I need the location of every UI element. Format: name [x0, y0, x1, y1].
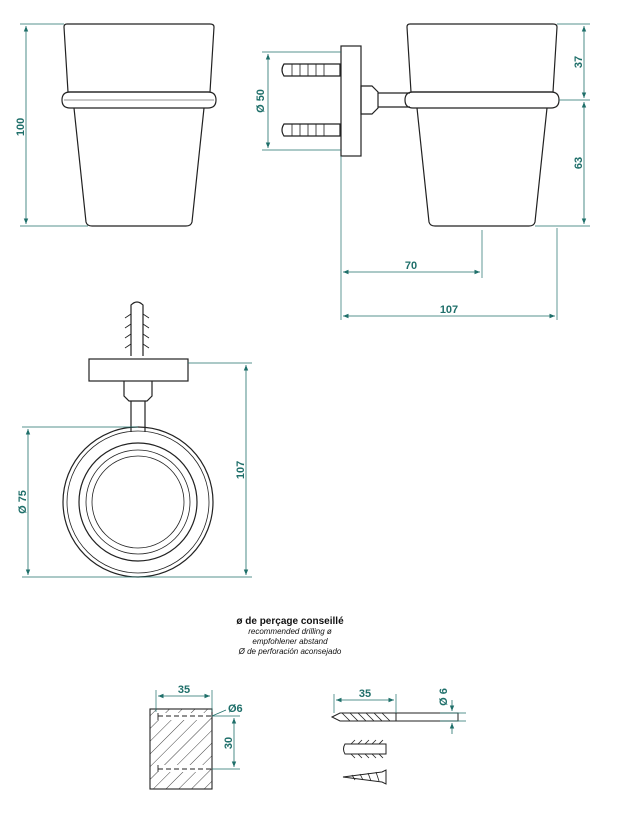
- top-collar: [123, 381, 153, 402]
- side-view: [281, 23, 560, 227]
- dim-drill-diameter: Ø6: [228, 703, 243, 715]
- cup-inner-ring: [78, 442, 198, 562]
- dim-cup-diameter: Ø 75: [17, 490, 29, 514]
- front-cup-ring: [61, 91, 217, 109]
- side-cup-ring: [404, 91, 560, 109]
- arm-collar: [360, 85, 379, 115]
- wall-screw: [342, 769, 387, 785]
- side-cup-lower: [416, 107, 548, 227]
- drill-bit: [330, 712, 459, 722]
- caption-german: empfohlener abstand: [252, 637, 328, 646]
- dowel-upper: [281, 63, 341, 77]
- side-cup-upper: [406, 23, 558, 93]
- front-view: [61, 23, 217, 227]
- dim-bit-length: 35: [359, 688, 371, 700]
- bit-dimensions: [333, 694, 466, 734]
- dim-bit-diameter: Ø 6: [438, 688, 450, 706]
- drill-section: [149, 708, 213, 790]
- front-cup-lower: [73, 107, 205, 227]
- top-dowel: [124, 301, 150, 356]
- dim-lower-cup: 63: [573, 157, 585, 169]
- caption-english: recommended drilling ø: [248, 627, 332, 636]
- dim-wall-to-cup: 70: [405, 260, 417, 272]
- wall-section: [149, 708, 213, 790]
- cup-outer-ring: [62, 426, 214, 578]
- dim-top-projection: 107: [235, 461, 247, 479]
- front-cup-upper: [63, 23, 215, 93]
- caption-spanish: Ø de perforación aconsejado: [238, 647, 342, 656]
- dim-drill-depth: 35: [178, 684, 190, 696]
- dim-front-height: 100: [15, 118, 27, 136]
- top-wall-plate: [88, 358, 189, 382]
- top-view: [62, 301, 214, 578]
- dim-upper-cup: 37: [573, 56, 585, 68]
- dim-wall-plate-diameter: Ø 50: [255, 89, 267, 113]
- top-dimensions: [22, 362, 252, 578]
- front-height-dimension: 100: [15, 23, 88, 227]
- drilling-caption: ø de perçage conseillé recommended drill…: [190, 617, 390, 657]
- caption-title: ø de perçage conseillé: [236, 616, 344, 627]
- drill-dimensions: [155, 690, 240, 770]
- dim-total-projection: 107: [440, 304, 458, 316]
- side-dimensions: [262, 23, 590, 320]
- wall-dowel: [343, 739, 387, 759]
- wall-plate: [340, 45, 362, 157]
- dowel-lower: [281, 123, 341, 137]
- dim-hole-spacing: 30: [223, 737, 235, 749]
